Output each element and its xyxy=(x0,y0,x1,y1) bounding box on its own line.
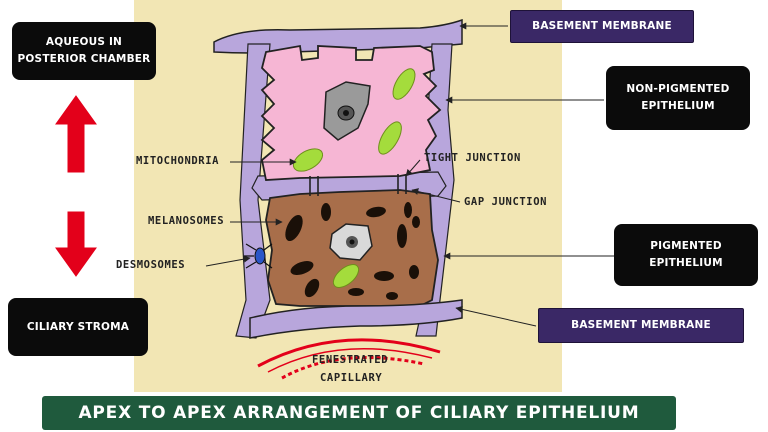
title-bar: APEX TO APEX ARRANGEMENT OF CILIARY EPIT… xyxy=(42,396,676,430)
fenestrated-label: FENESTRATED xyxy=(312,354,389,366)
pointer-arrows xyxy=(205,22,614,327)
melanosomes-label: MELANOSOMES xyxy=(148,215,225,227)
ciliary-stroma-box: CILIARY STROMA xyxy=(8,298,148,356)
npe-mitochondria xyxy=(292,68,416,172)
aqueous-box: AQUEOUS IN POSTERIOR CHAMBER xyxy=(12,22,156,80)
diagram-title: APEX TO APEX ARRANGEMENT OF CILIARY EPIT… xyxy=(78,403,640,423)
gap-junction-label: GAP JUNCTION xyxy=(464,196,548,208)
junction-marks xyxy=(309,174,407,196)
pe-mitochondrion xyxy=(332,264,360,288)
mitochondria-label: MITOCHONDRIA xyxy=(136,155,220,167)
desmosomes-label: DESMOSOMES xyxy=(116,259,186,271)
pigmented-box: PIGMENTED EPITHELIUM xyxy=(614,224,758,286)
desmosome-mark xyxy=(244,243,273,269)
non-pigmented-box: NON-PIGMENTED EPITHELIUM xyxy=(606,66,750,130)
melanosomes-group xyxy=(285,202,420,300)
tight-junction-label: TIGHT JUNCTION xyxy=(424,152,521,164)
basement-membrane-top-box: BASEMENT MEMBRANE xyxy=(510,10,694,43)
bottom-basement-membrane xyxy=(249,299,463,339)
basement-membrane-bottom-box: BASEMENT MEMBRANE xyxy=(538,308,744,343)
red-arrows xyxy=(55,95,97,277)
capillary-label: CAPILLARY xyxy=(320,372,383,384)
capillary-lines xyxy=(257,338,441,380)
